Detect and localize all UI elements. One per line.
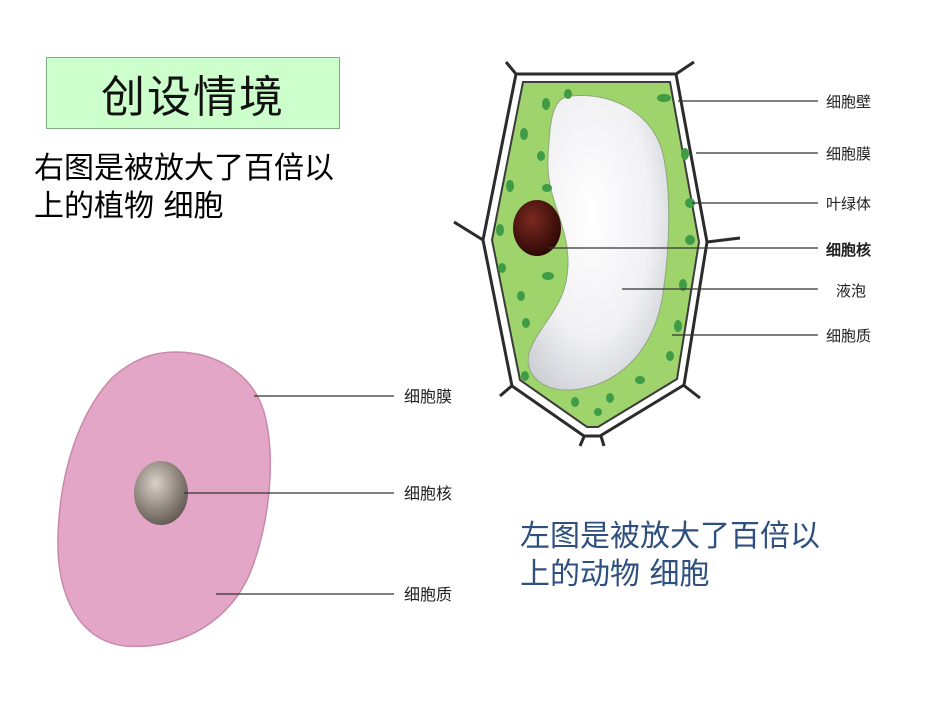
plant-nucleus xyxy=(513,200,561,256)
animal-leader-lines xyxy=(184,395,394,595)
plant-label-chloroplast: 叶绿体 xyxy=(826,195,871,213)
plant-label-nucleus: 细胞核 xyxy=(826,241,871,259)
plant-leader-lines xyxy=(548,100,818,336)
page-title: 创设情境 xyxy=(46,57,340,129)
plant-label-vacuole: 液泡 xyxy=(836,282,866,300)
animal-cell: 细胞膜 细胞核 细胞质 xyxy=(57,351,452,648)
animal-nucleus xyxy=(134,461,188,525)
plant-label-cell-membrane: 细胞膜 xyxy=(826,145,871,163)
animal-label-cell-membrane: 细胞膜 xyxy=(404,387,452,406)
plant-cell: 细胞壁 细胞膜 叶绿体 细胞核 液泡 细胞质 xyxy=(453,60,871,447)
vacuole xyxy=(527,94,670,391)
plant-cell-caption: 右图是被放大了百倍以 上的植物 细胞 xyxy=(34,151,334,224)
plant-label-cell-wall: 细胞壁 xyxy=(826,93,871,111)
animal-label-nucleus: 细胞核 xyxy=(404,484,452,503)
chloroplasts xyxy=(496,89,695,416)
plant-label-cytoplasm: 细胞质 xyxy=(826,327,871,345)
animal-cell-caption: 左图是被放大了百倍以 上的动物 细胞 xyxy=(520,519,820,592)
animal-label-cytoplasm: 细胞质 xyxy=(404,585,452,604)
